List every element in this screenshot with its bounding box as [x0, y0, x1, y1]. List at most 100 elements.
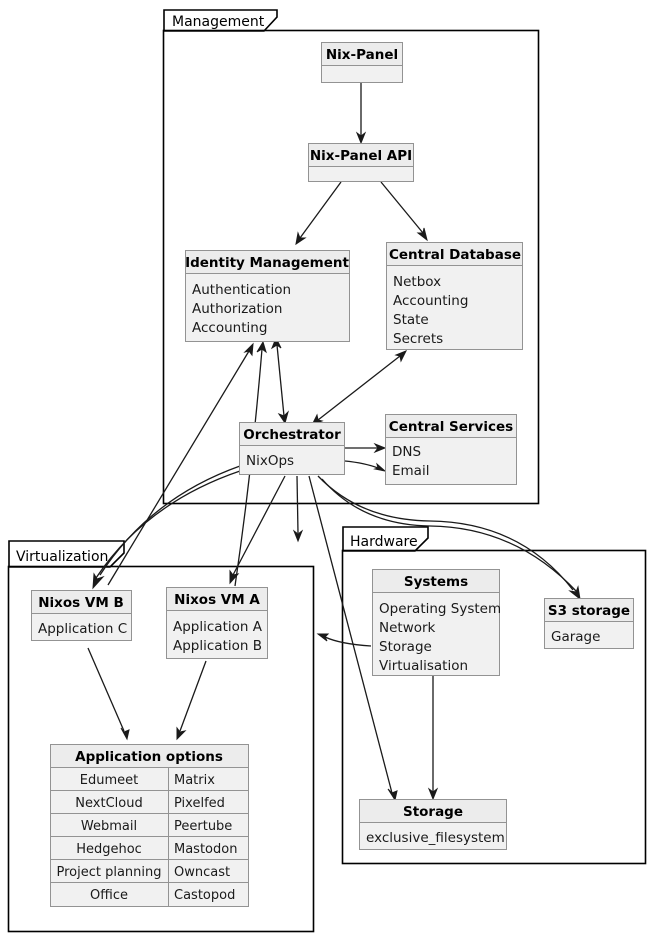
edge-orchestrator-s3-a	[317, 475, 574, 591]
class-orchestrator-body	[239, 445, 345, 475]
class-nix-panel-api[interactable]: Nix-Panel API	[308, 143, 414, 182]
table-cell-4-0: Project planning	[56, 865, 161, 880]
class-central-services[interactable]: Central Services DNS Email	[385, 414, 517, 485]
arrowhead-orch-vmb	[92, 572, 105, 590]
edge-vma-to-appoptions	[179, 660, 207, 732]
package-virtualization-label: Virtualization	[16, 549, 108, 565]
class-systems-item-2: Storage	[379, 639, 432, 655]
arrowhead-ident-orch-up	[270, 336, 282, 350]
arrowhead-vma-identity	[256, 340, 267, 354]
table-cell-1-0: NextCloud	[75, 796, 142, 811]
class-central-database-item-2: State	[393, 312, 429, 328]
class-identity-management-body	[185, 273, 350, 342]
edge-orchestrator-vmb-b	[95, 470, 241, 579]
arrowhead-vmb-appoptions	[120, 727, 130, 741]
class-central-database-item-3: Secrets	[393, 331, 443, 347]
arrowhead-api-database	[416, 227, 428, 242]
table-cell-5-1: Castopod	[174, 888, 235, 903]
class-nix-panel-api-title: Nix-Panel API	[310, 148, 412, 164]
class-nix-panel-title: Nix-Panel	[326, 47, 398, 63]
class-orchestrator-title: Orchestrator	[243, 427, 341, 443]
table-cell-1-1: Pixelfed	[174, 796, 225, 811]
class-s3-storage-body	[544, 621, 634, 649]
table-cell-2-0: Webmail	[81, 819, 137, 834]
class-central-database-title: Central Database	[389, 247, 521, 263]
class-nixos-vm-a-item-0: Application A	[173, 619, 263, 635]
class-nixos-vm-a-body	[166, 610, 268, 659]
class-central-database-body	[386, 265, 523, 350]
table-cell-3-0: Hedgehoc	[76, 842, 142, 857]
arrowhead-systems-vma	[316, 633, 330, 642]
class-identity-management[interactable]: Identity Management Authentication Autho…	[185, 250, 350, 342]
class-nixos-vm-a-item-1: Application B	[173, 638, 262, 654]
class-systems-item-1: Network	[379, 620, 436, 636]
class-nixos-vm-a-title: Nixos VM A	[174, 592, 260, 608]
class-orchestrator[interactable]: Orchestrator NixOps	[239, 422, 345, 475]
table-cell-3-1: Mastodon	[174, 842, 237, 857]
table-cell-5-0: Office	[90, 888, 128, 903]
class-systems-item-0: Operating System	[379, 601, 501, 617]
arrowhead-nixpanel-api	[355, 131, 367, 145]
package-virtualization: Virtualization	[7, 540, 315, 933]
class-central-database-item-1: Accounting	[393, 293, 468, 309]
class-systems[interactable]: Systems Operating System Network Storage…	[372, 569, 502, 676]
package-virtualization-body	[7, 565, 315, 933]
class-s3-storage[interactable]: S3 storage Garage	[544, 598, 634, 649]
arrowhead-api-identity	[295, 231, 307, 246]
package-hardware: Hardware	[341, 526, 647, 865]
table-cell-4-1: Owncast	[174, 865, 230, 880]
class-systems-body	[372, 592, 500, 676]
class-nix-panel[interactable]: Nix-Panel	[321, 42, 403, 83]
package-hardware-label: Hardware	[350, 534, 418, 550]
class-central-services-item-0: DNS	[392, 444, 421, 460]
class-central-services-body	[385, 437, 517, 485]
arrowhead-orch-db-up	[394, 350, 408, 363]
class-nixos-vm-b-body	[31, 613, 132, 641]
package-hardware-body	[341, 549, 647, 865]
class-orchestrator-item-0: NixOps	[246, 453, 294, 469]
arrowhead-orch-storage	[387, 788, 398, 802]
arrowhead-orch-dns	[373, 442, 387, 454]
class-identity-management-title: Identity Management	[185, 255, 349, 271]
class-central-services-item-1: Email	[392, 463, 429, 479]
class-s3-storage-title: S3 storage	[548, 603, 630, 619]
package-management-label: Management	[172, 14, 265, 30]
arrowhead-ident-orch-down	[277, 410, 289, 425]
class-storage-title: Storage	[403, 804, 463, 820]
class-nixos-vm-b-title: Nixos VM B	[38, 595, 124, 611]
table-cell-0-0: Edumeet	[80, 773, 138, 788]
table-application-options[interactable]: Application options Edumeet Matrix NextC…	[50, 744, 249, 907]
class-nixos-vm-b[interactable]: Nixos VM B Application C	[31, 590, 132, 641]
class-nixos-vm-b-item-0: Application C	[38, 621, 127, 637]
edge-identity-orchestrator	[276, 344, 285, 417]
edge-api-to-database	[380, 181, 424, 234]
arrowhead-systems-storage	[427, 787, 439, 801]
table-cell-0-1: Matrix	[174, 773, 215, 788]
edge-vmb-to-identity	[107, 350, 250, 586]
class-central-services-title: Central Services	[389, 419, 513, 435]
edge-layer	[87, 83, 581, 802]
table-application-options-title: Application options	[75, 749, 223, 765]
arrowhead-vma-appoptions	[176, 726, 187, 741]
class-nixos-vm-a[interactable]: Nixos VM A Application A Application B	[166, 587, 268, 659]
edge-orchestrator-s3-b	[321, 478, 578, 593]
class-identity-management-item-1: Authorization	[192, 301, 282, 317]
arrowhead-orch-down	[292, 529, 304, 543]
class-storage[interactable]: Storage exclusive_filesystem	[359, 799, 507, 850]
edge-orchestrator-database	[317, 355, 401, 421]
class-central-database-item-0: Netbox	[393, 274, 441, 290]
edge-orchestrator-down	[296, 475, 299, 534]
class-storage-body	[359, 822, 507, 850]
edge-systems-vma	[324, 636, 372, 647]
class-nix-panel-body	[321, 65, 403, 83]
arrowhead-orch-email	[373, 462, 387, 472]
class-identity-management-item-0: Authentication	[192, 282, 291, 298]
arrowhead-orch-s3	[568, 585, 581, 601]
class-systems-item-3: Virtualisation	[379, 658, 468, 674]
class-s3-storage-item-0: Garage	[551, 629, 600, 645]
class-central-database[interactable]: Central Database Netbox Accounting State…	[386, 242, 523, 350]
edge-orchestrator-email	[344, 460, 379, 469]
edge-orchestrator-vmb-a	[99, 465, 241, 576]
class-identity-management-item-2: Accounting	[192, 320, 267, 336]
edge-vmb-to-appoptions	[87, 647, 125, 732]
